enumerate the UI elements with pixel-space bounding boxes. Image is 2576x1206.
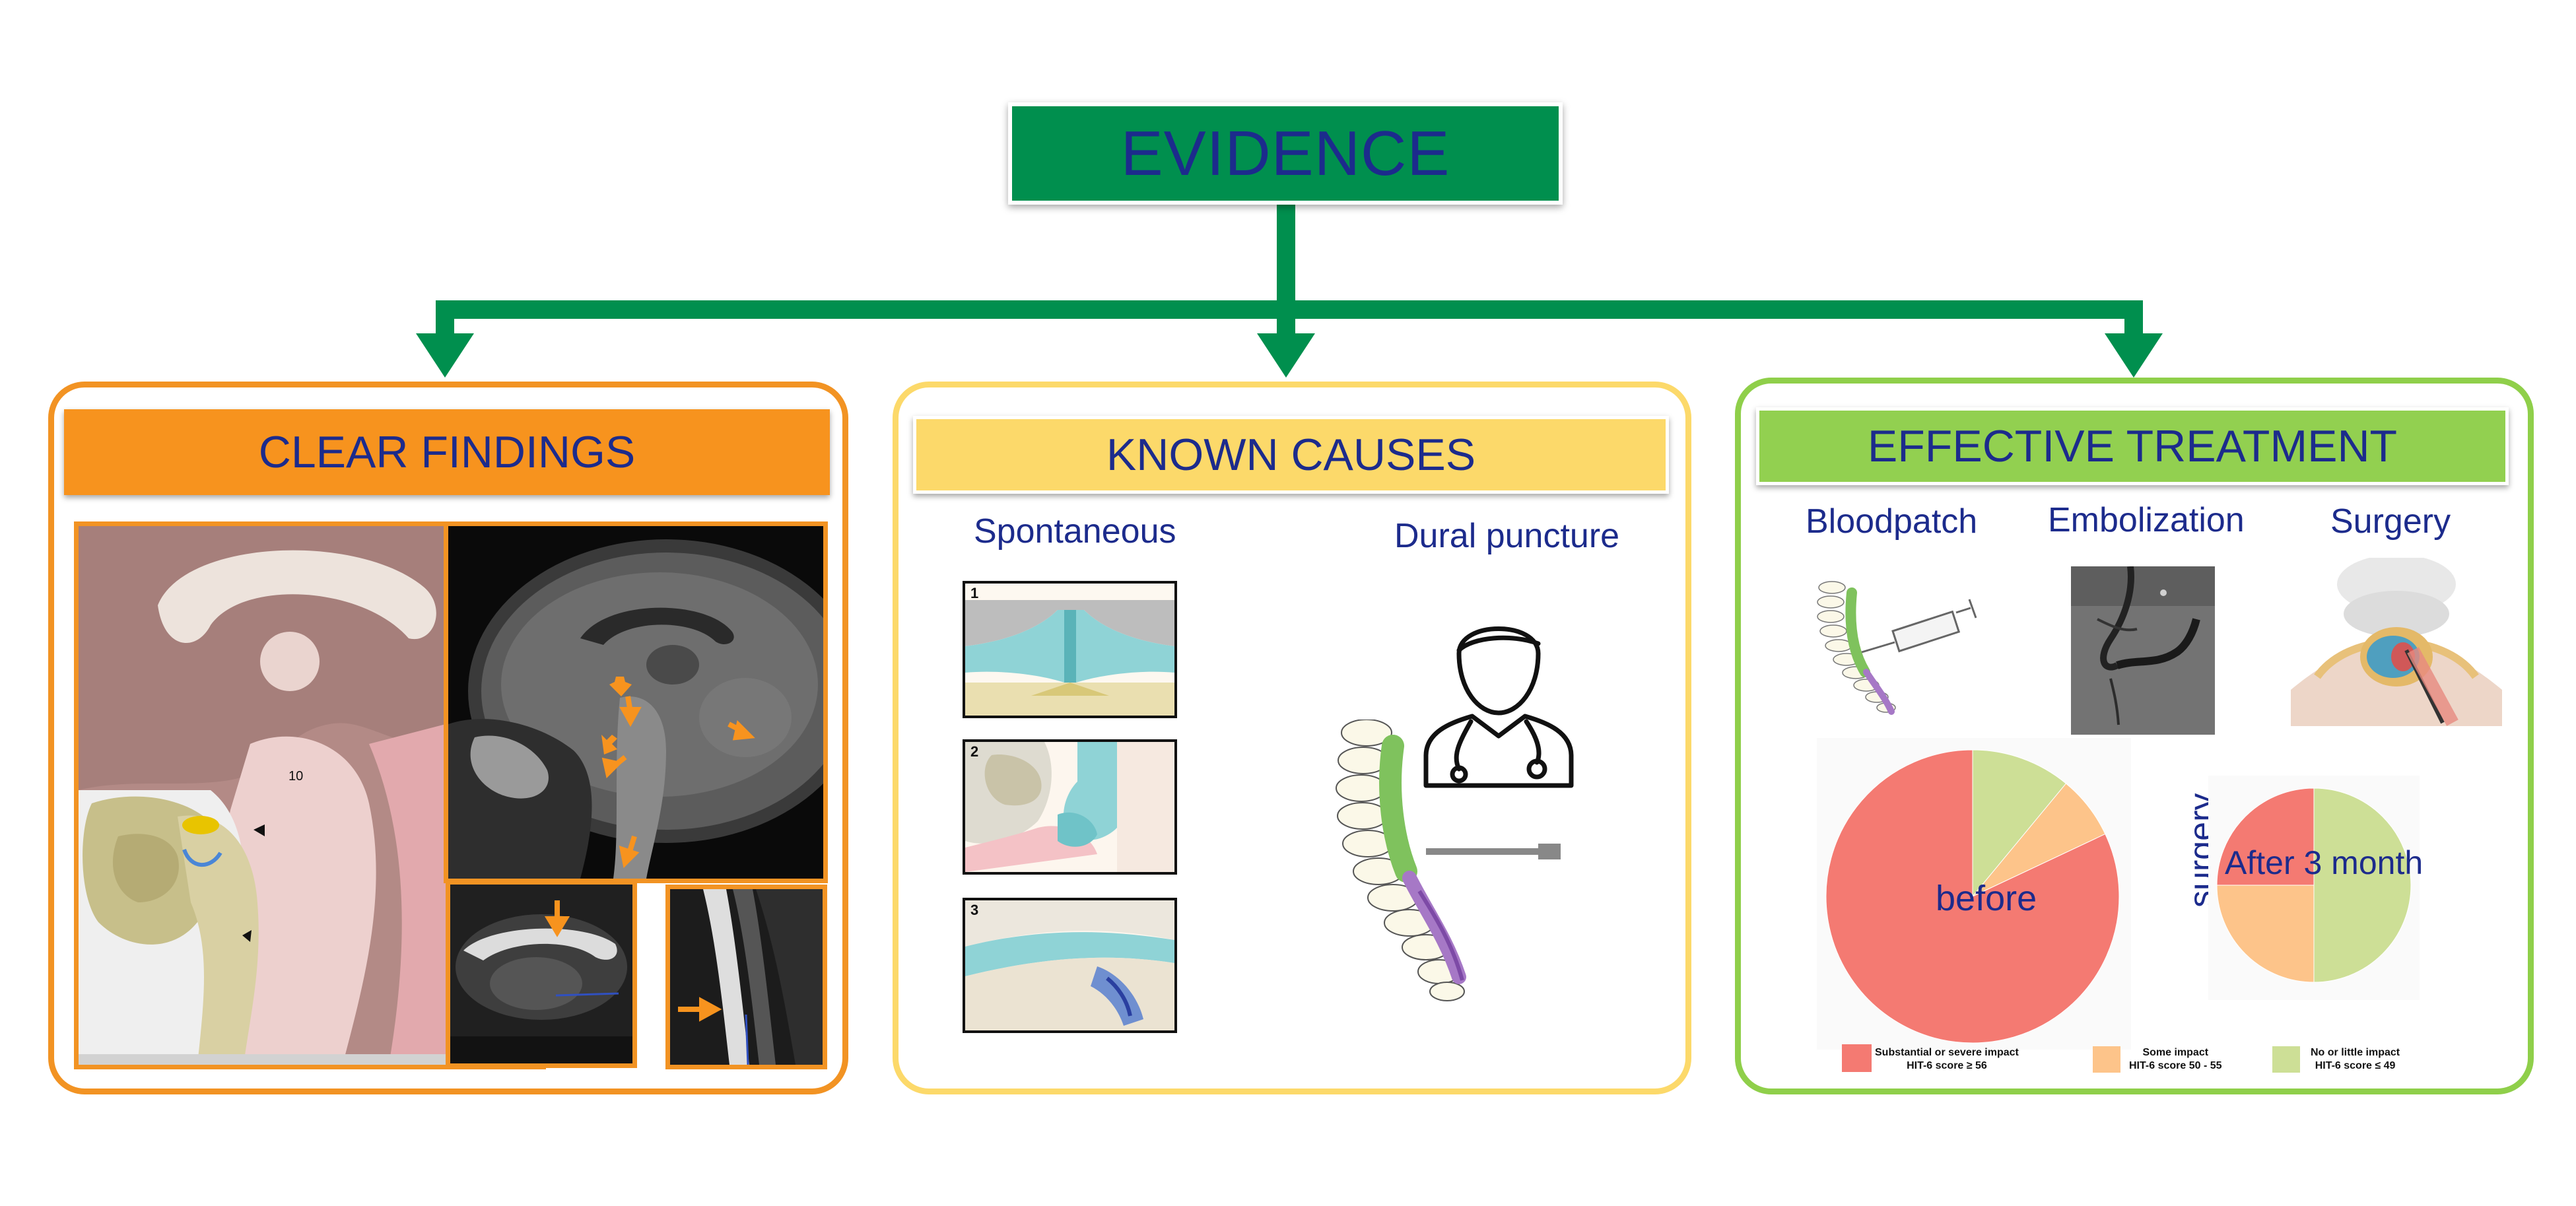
legend-swatch-some [2093,1046,2120,1073]
legend-swatch-severe [1842,1044,1872,1072]
doctor-icon [1423,626,1574,788]
dural-tear-illustration-2 [965,742,1174,872]
anatomy-label-10: 10 [288,769,304,784]
pie-after-label: After 3 month [2225,844,2423,881]
dural-tear-illustration-3 [965,900,1174,1030]
angiogram-drawing [2071,566,2215,735]
pie-chart-before [1825,749,2120,1044]
legend-little-line1: No or little impact [2311,1047,2400,1058]
before-slice-little [1972,749,2067,898]
cause-number-3: 3 [970,902,979,918]
after-slice-little [2313,787,2412,983]
before-slice-severe [1825,749,2120,1044]
cause-panel-3: 3 [963,898,1177,1033]
bloodpatch-label: Bloodpatch [1806,502,1978,541]
cause-panel-1: 1 [963,581,1177,718]
after-slice-some [2216,885,2315,983]
legend-some-line1: Some impact [2142,1047,2209,1058]
effective-treatment-header: EFFECTIVE TREATMENT [1756,407,2509,485]
legend-item-some: Some impact HIT-6 score 50 - 55 [2129,1046,2222,1073]
embolization-label: Embolization [2048,501,2245,539]
legend-item-little: No or little impact HIT-6 score ≤ 49 [2311,1046,2400,1073]
mri-arrows [601,696,755,869]
clear-findings-header: CLEAR FINDINGS [64,409,830,495]
legend-item-severe: Substantial or severe impact HIT-6 score… [1875,1046,2019,1073]
surgery-label: Surgery [2330,502,2451,541]
surgery-illustration [2291,558,2502,726]
legend-little-line2: HIT-6 score ≤ 49 [2315,1060,2396,1071]
legend-severe-line1: Substantial or severe impact [1875,1047,2019,1058]
mri-spine-image [665,885,827,1069]
spine-needle-icon [1336,720,1561,1001]
mri-brain-drawing [448,526,823,879]
evidence-box: EVIDENCE [1008,102,1563,205]
legend-some-line2: HIT-6 score 50 - 55 [2129,1060,2222,1071]
frame-divider [446,1064,546,1069]
known-causes-title: KNOWN CAUSES [1106,430,1476,480]
known-causes-header: KNOWN CAUSES [913,416,1669,494]
clear-findings-title: CLEAR FINDINGS [258,427,636,477]
syringe-spine-icon [1817,581,1977,715]
cause-number-2: 2 [970,743,979,760]
mri-sagittal-image [444,521,828,883]
brain-sagittal-drawing [79,526,446,1065]
anatomy-illustration: 10 [74,521,450,1069]
mri-spine-drawing [670,889,823,1065]
mri-axial-image [446,880,637,1068]
pie-before-label: before [1936,879,2037,918]
legend-swatch-little [2272,1046,2300,1073]
after-slice-severe [2216,787,2315,886]
dural-puncture-label: Dural puncture [1394,517,1620,555]
legend-severe-line2: HIT-6 score ≥ 56 [1907,1060,1987,1071]
dural-tear-illustration-1 [965,584,1174,716]
effective-treatment-title: EFFECTIVE TREATMENT [1867,421,2398,471]
evidence-title: EVIDENCE [1120,117,1450,189]
mri-axial-drawing [450,885,632,1063]
cause-number-1: 1 [970,585,979,601]
pie-chart-after [2216,787,2412,983]
cause-panel-2: 2 [963,739,1177,875]
angiogram-image [2071,566,2215,735]
spontaneous-label: Spontaneous [974,512,1176,551]
